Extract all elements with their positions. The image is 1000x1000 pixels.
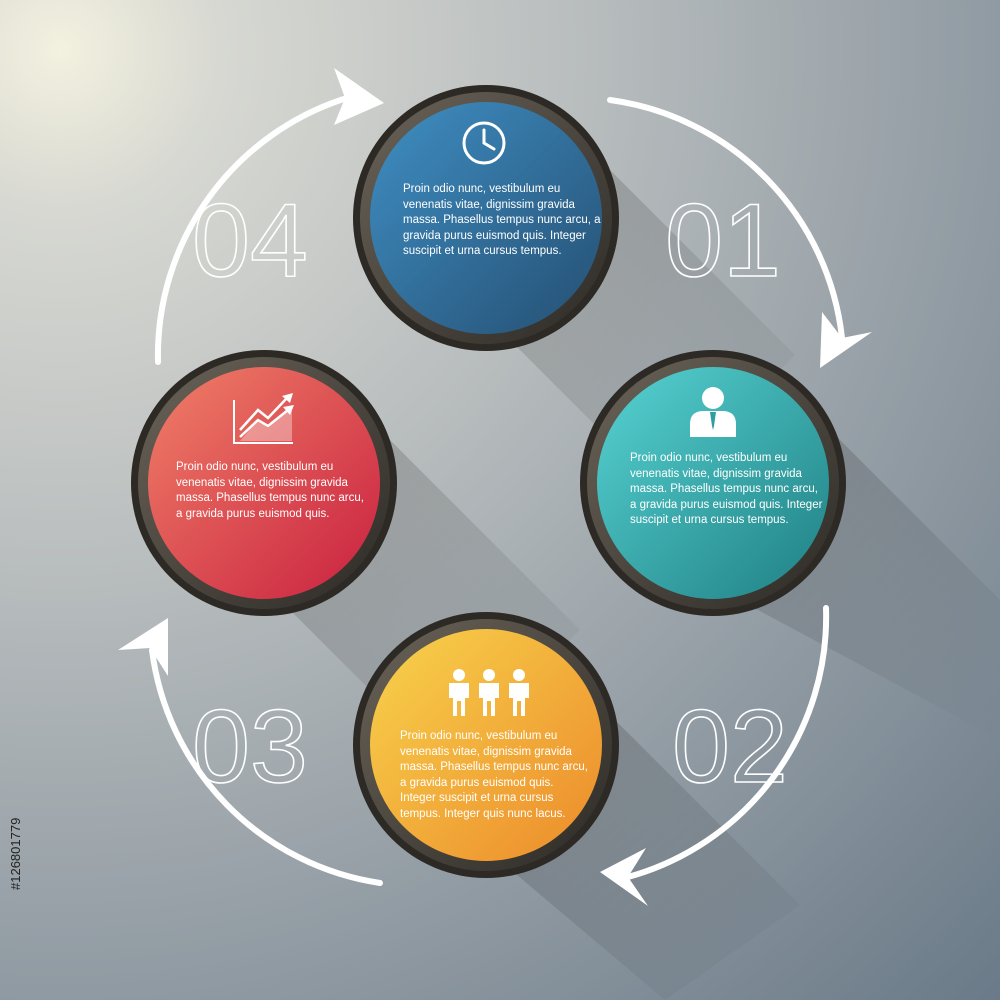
arrow-04-to-01 [154, 94, 353, 365]
arrow-head-03-to-04 [118, 618, 168, 676]
stock-id-label: #126801779 [8, 770, 28, 890]
step-circle-03 [131, 350, 397, 616]
businessman-icon [690, 387, 736, 437]
clock-icon [462, 121, 506, 165]
step-03-text: Proin odio nunc, vestibulum eu venenatis… [176, 461, 364, 520]
step-02-text: Proin odio nunc, vestibulum eu venenatis… [400, 730, 588, 820]
arrow-head-02-to-03 [600, 848, 648, 906]
step-number-03: 03 [192, 689, 308, 805]
arrow-02-to-03 [625, 605, 830, 880]
step-numbers: 01 02 03 04 [191, 182, 788, 806]
arrow-heads [118, 68, 872, 906]
step-circle-04 [353, 85, 619, 351]
arrow-03-to-04 [149, 647, 383, 886]
step-04-text: Proin odio nunc, vestibulum eu venenatis… [403, 183, 601, 257]
arrow-head-04-to-01 [334, 68, 384, 125]
step-number-01: 01 [665, 183, 781, 299]
growth-chart-icon [233, 393, 294, 444]
step-circle-02 [353, 612, 619, 878]
three-people-icon [449, 669, 529, 716]
stock-id-text: #126801779 [8, 817, 23, 890]
arrow-01-to-02 [607, 97, 845, 341]
arrow-head-01-to-02 [820, 312, 872, 368]
step-number-04: 04 [192, 183, 308, 299]
cycle-arrows [149, 94, 845, 886]
step-circle-01 [580, 350, 846, 616]
step-number-02: 02 [672, 689, 788, 805]
step-01-text: Proin odio nunc, vestibulum eu venenatis… [630, 452, 823, 526]
